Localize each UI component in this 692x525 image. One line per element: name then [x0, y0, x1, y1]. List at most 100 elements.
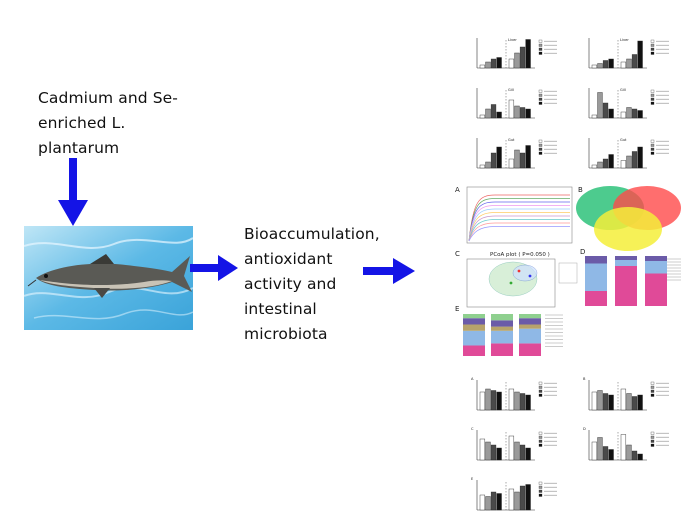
mini-bar [626, 58, 632, 69]
mini-legend [650, 39, 669, 55]
mini-legend [538, 431, 557, 447]
mini-bar [631, 54, 638, 69]
mini-bar [591, 441, 598, 461]
microbiota-figure: A B C PCoA plot ( P=0.050 ) D E [455, 186, 681, 356]
stack-e-segment [491, 330, 513, 344]
mini-bar [485, 496, 491, 511]
mini-bar [525, 108, 531, 119]
stack-d-segment [585, 263, 607, 291]
mini-bar [597, 63, 603, 69]
venn-yellow-set [594, 207, 662, 251]
stack-e-segment [491, 343, 513, 356]
input-label: Cadmium and Se-enriched L. plantarum [38, 86, 188, 161]
mini-legend [538, 139, 557, 155]
mini-bar [490, 491, 497, 511]
antioxidant-panel-letter: E [471, 477, 474, 481]
mini-bar [608, 58, 614, 69]
effects-label-text: Bioaccumulation, antioxidant activity an… [244, 225, 380, 343]
mini-bar [602, 60, 609, 69]
stack-e-segment [519, 314, 541, 319]
mini-bar [514, 491, 520, 511]
stack-e-segment [463, 314, 485, 319]
stack-e-segment [519, 328, 541, 344]
antioxidant-panel-letter: B [583, 377, 586, 381]
mini-bar [602, 446, 609, 461]
mini-bar [485, 108, 491, 119]
mini-chart-title: Gill [620, 88, 626, 92]
mini-bar-chart-anti-3 [588, 430, 669, 461]
mini-bar [525, 447, 531, 461]
stacked-bar-panel-e: E [455, 305, 563, 356]
mini-bar [519, 485, 526, 511]
antioxidant-figure: A B C D E [471, 377, 669, 511]
stack-e-segment [463, 318, 485, 325]
mini-bar [490, 444, 497, 461]
stack-e-segment [463, 324, 485, 331]
mini-bar [479, 391, 486, 411]
rarefaction-curve [468, 201, 570, 242]
stack-e-segment [519, 324, 541, 329]
mini-bar [490, 390, 497, 411]
mini-bar [525, 145, 531, 169]
mini-bar [620, 61, 627, 69]
panel-letter-c: C [455, 250, 460, 258]
stack-d-segment [615, 260, 637, 266]
mini-bar [631, 450, 638, 461]
mini-bar [514, 105, 520, 119]
mini-bar-chart-anti-4 [476, 480, 557, 511]
right-arrow-2 [363, 258, 415, 284]
mini-bar [479, 438, 486, 461]
mini-bar [620, 434, 627, 461]
antioxidant-panel-letter: D [583, 427, 586, 431]
mini-bar [597, 92, 603, 119]
antioxidant-panel-letter: A [471, 377, 474, 381]
mini-legend [538, 89, 557, 105]
mini-bar [485, 161, 491, 169]
mini-bar [490, 104, 497, 119]
mini-legend [650, 89, 669, 105]
mini-bar-chart-anti-1 [588, 380, 669, 411]
stack-d-segment [645, 273, 667, 306]
panel-letter-d: D [580, 248, 585, 256]
mini-bar [485, 388, 491, 411]
mini-bar [496, 146, 502, 169]
mini-bar-chart-bio-3: Gill [588, 88, 669, 119]
panel-letter-b: B [578, 186, 583, 194]
antioxidant-panel-letter: C [471, 427, 474, 431]
mini-bar [508, 58, 515, 69]
mini-bar [591, 114, 598, 119]
pcoa-panel: C PCoA plot ( P=0.050 ) [455, 250, 578, 308]
stack-d-segment [645, 261, 667, 274]
rarefaction-panel: A [455, 186, 573, 244]
mini-bar [608, 154, 614, 169]
mini-bar [631, 151, 638, 169]
mini-bar [514, 52, 520, 69]
mini-bar [514, 441, 520, 461]
mini-bar [479, 494, 486, 511]
mini-bar [631, 108, 638, 119]
mini-bar [597, 437, 603, 461]
rarefaction-curve [468, 222, 570, 242]
mini-bar [591, 164, 598, 169]
mini-bar [508, 435, 515, 461]
mini-bar [490, 58, 497, 69]
mini-bar [490, 152, 497, 169]
input-label-text: Cadmium and Se-enriched L. plantarum [38, 89, 178, 157]
mini-chart-title: Gut [508, 138, 515, 142]
mini-bar [637, 40, 643, 69]
mini-bar [525, 484, 531, 511]
pcoa-title: PCoA plot ( P=0.050 ) [490, 252, 550, 258]
mini-bar [519, 152, 526, 169]
mini-legend [538, 481, 557, 497]
mini-bar-chart-bio-1: Liver [588, 38, 669, 69]
mini-bar [602, 393, 609, 411]
down-arrow [58, 158, 88, 226]
mini-bar [602, 102, 609, 119]
stack-d-segment [585, 256, 607, 264]
panel-letter-e: E [455, 305, 459, 313]
mini-bar [496, 447, 502, 461]
mini-bar [479, 164, 486, 169]
mini-bar [608, 108, 614, 119]
mini-bar [496, 493, 502, 511]
